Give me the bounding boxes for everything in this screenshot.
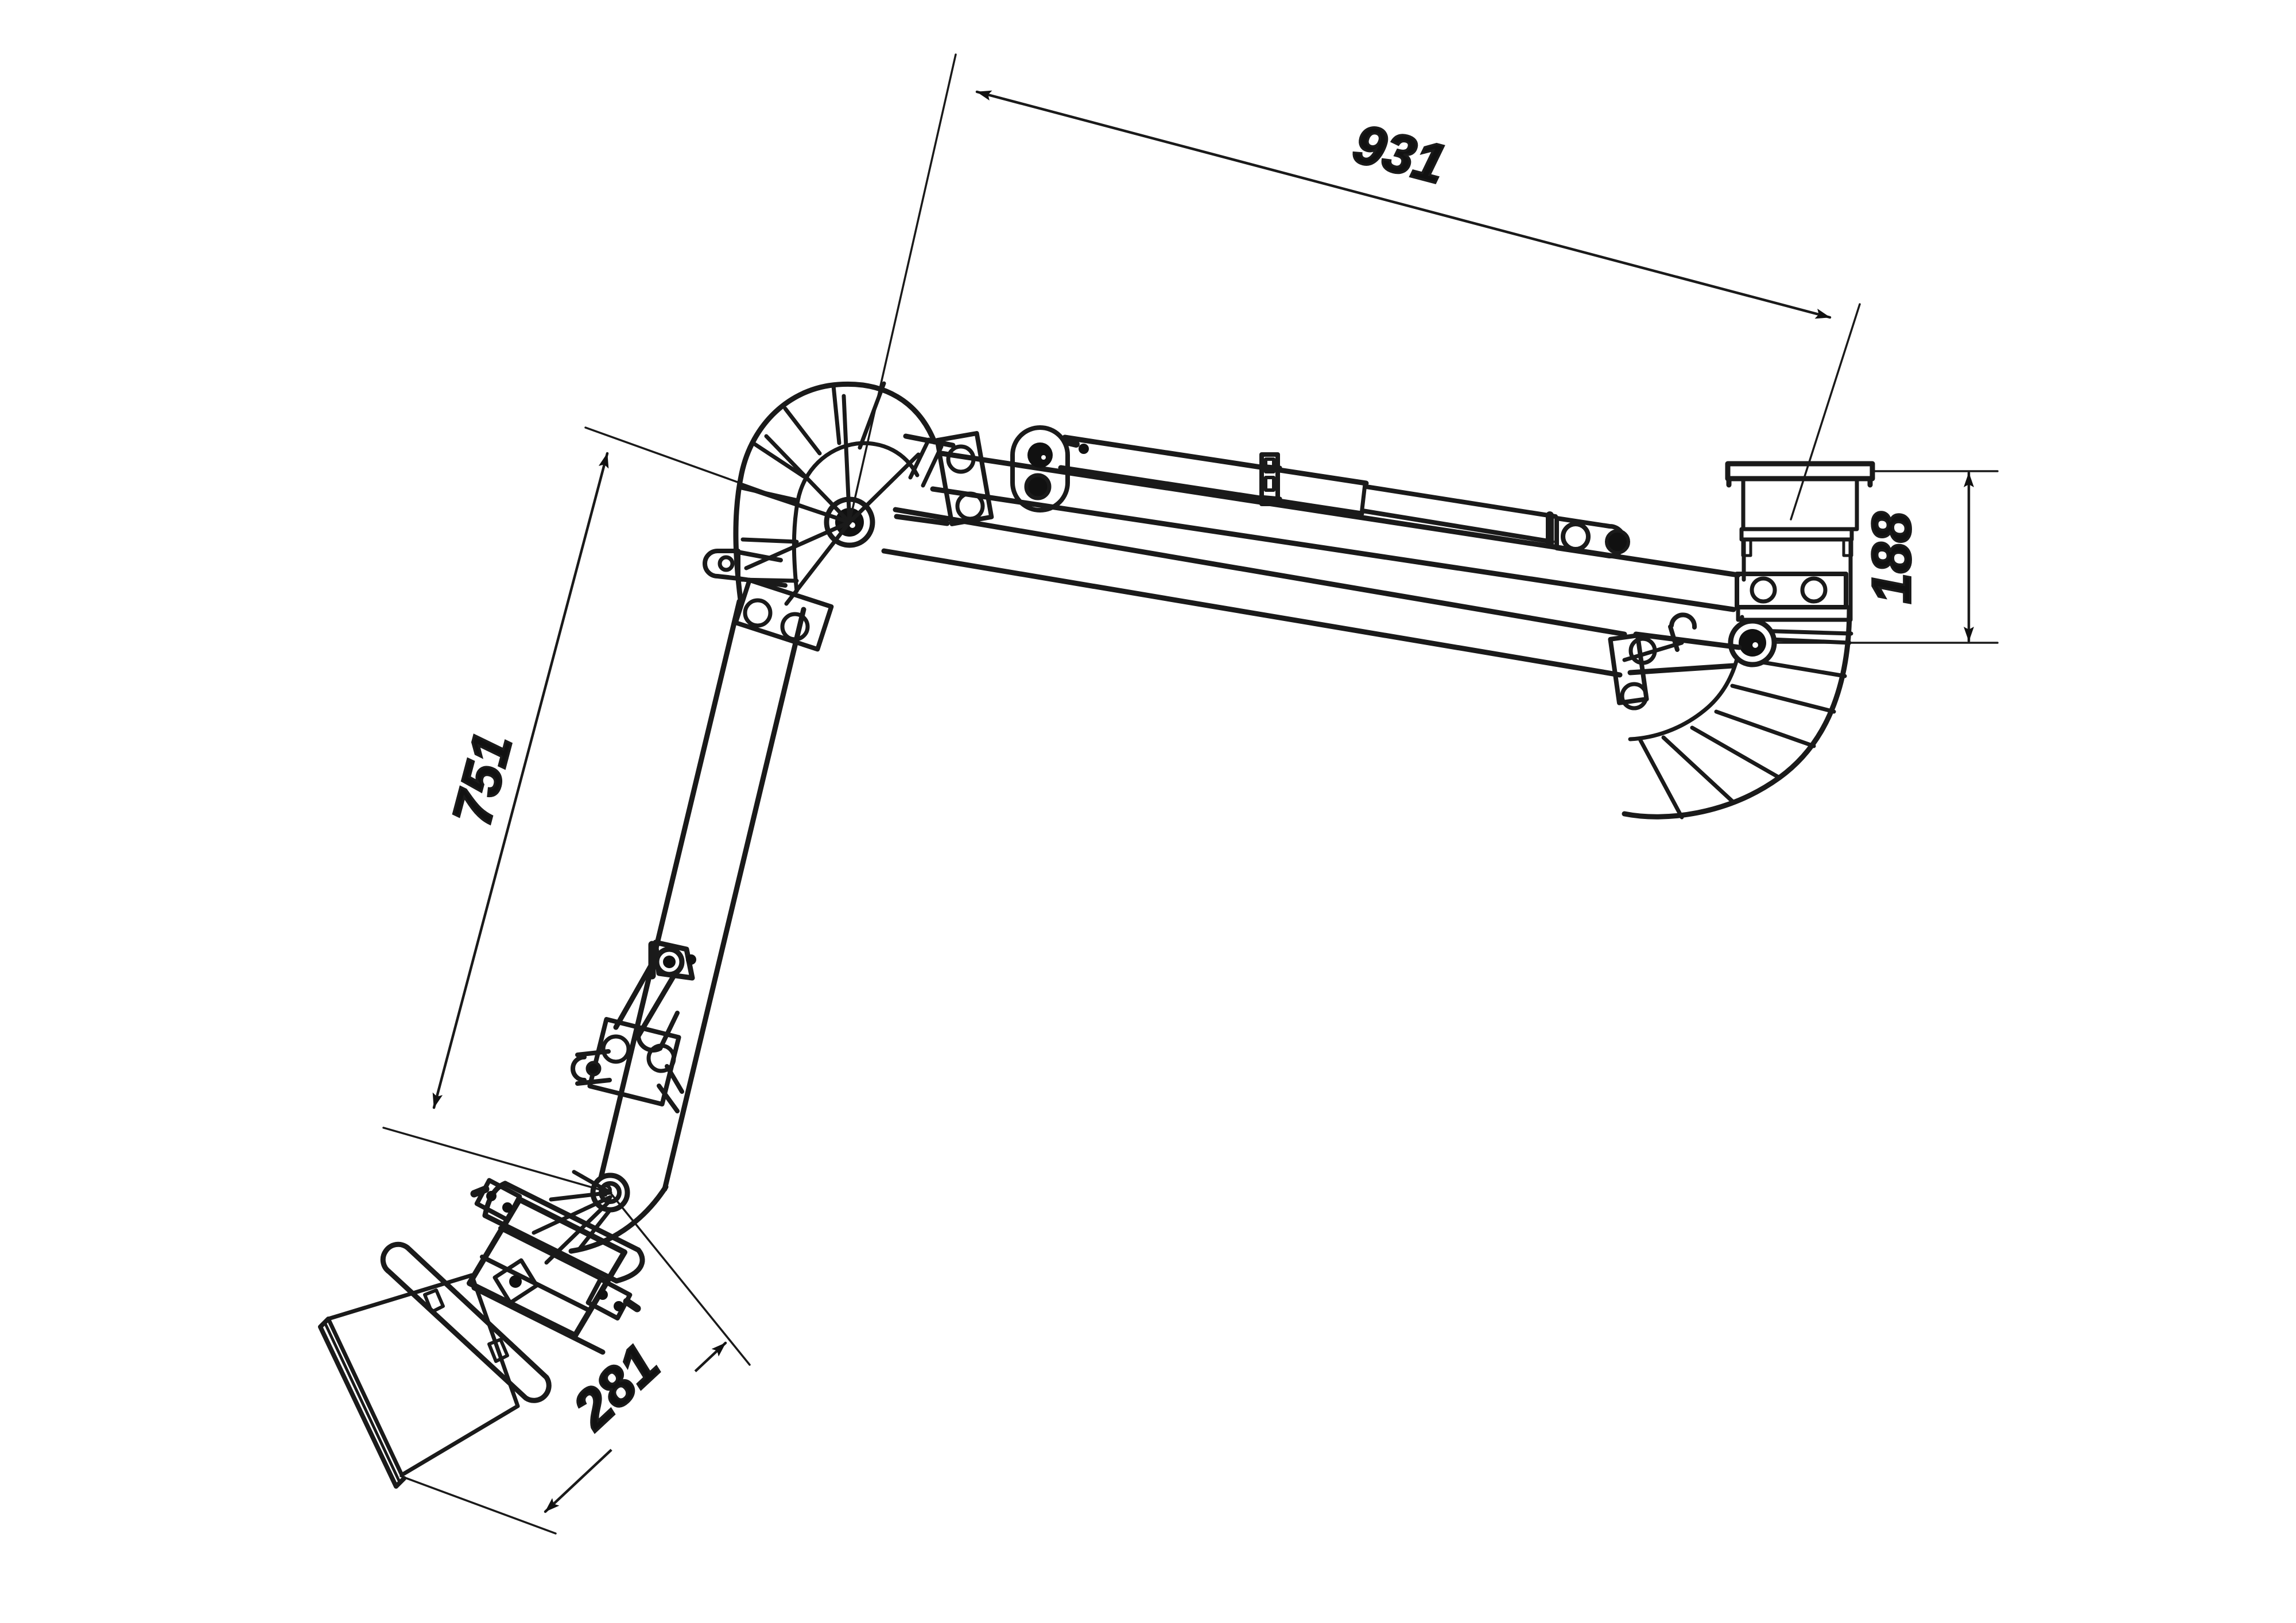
strut-hose-clamp [1258,452,1282,506]
vertical-drop-tube [597,599,806,1192]
damper-eye [648,939,696,981]
lower-damper-strut [613,939,696,1053]
gas-spring-strut [1010,425,1630,558]
capture-hood-assembly [318,1178,645,1489]
strut-clevis-right [1546,511,1630,558]
lower-diagonal-arm-tube [881,507,1627,678]
lower-arm-right-bracket [1608,612,1742,710]
hood-clamp-right [585,1277,641,1321]
hood-clamp-left [470,1178,522,1222]
dimension-188: 188 [1773,470,1999,644]
hood-inner-strip [492,1258,539,1305]
strut-clevis-left [1010,425,1089,512]
hood-skirt-flange [318,1273,520,1489]
dimension-value-188: 188 [1861,511,1922,604]
